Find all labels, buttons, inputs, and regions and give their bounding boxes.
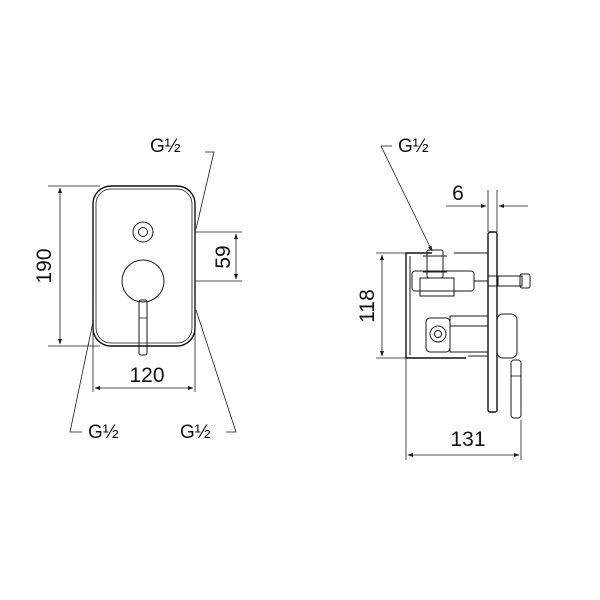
thread-label-bottom-left: G½ [88, 422, 119, 443]
offset-dim-label: 59 [212, 245, 235, 268]
valve-body [405, 249, 531, 359]
side-leader-top: G½ [380, 136, 433, 252]
offset-dimension: 59 [195, 231, 242, 282]
height-dim-label: 190 [33, 248, 56, 283]
plate-thickness-dim-label: 6 [452, 182, 464, 205]
mixer-handle [121, 259, 165, 356]
side-view: 118 131 6 G½ [356, 136, 531, 460]
depth-dim-label: 131 [450, 428, 485, 451]
depth-dimension: 131 [405, 358, 522, 460]
plate-thickness-dimension: 6 [446, 182, 528, 232]
wall-plate [487, 231, 498, 413]
cover-plate-inner [95, 188, 193, 344]
side-thread-label: G½ [398, 136, 429, 157]
height-dimension: 190 [33, 185, 100, 347]
leader-top: G½ [150, 136, 215, 230]
side-height-dim-label: 118 [356, 289, 379, 322]
thread-label-bottom-right: G½ [180, 422, 211, 443]
leader-bottom-left: G½ [69, 321, 119, 443]
width-dim-label: 120 [129, 364, 164, 387]
cover-plate [92, 185, 196, 347]
leader-bottom-right: G½ [180, 309, 237, 443]
side-height-dimension: 118 [356, 252, 406, 359]
diverter-knob [132, 221, 154, 243]
thread-label-top: G½ [150, 136, 181, 157]
side-handle [496, 313, 522, 419]
width-dimension: 120 [92, 300, 196, 392]
front-view: 190 120 59 G½ G½ G½ [33, 136, 242, 443]
